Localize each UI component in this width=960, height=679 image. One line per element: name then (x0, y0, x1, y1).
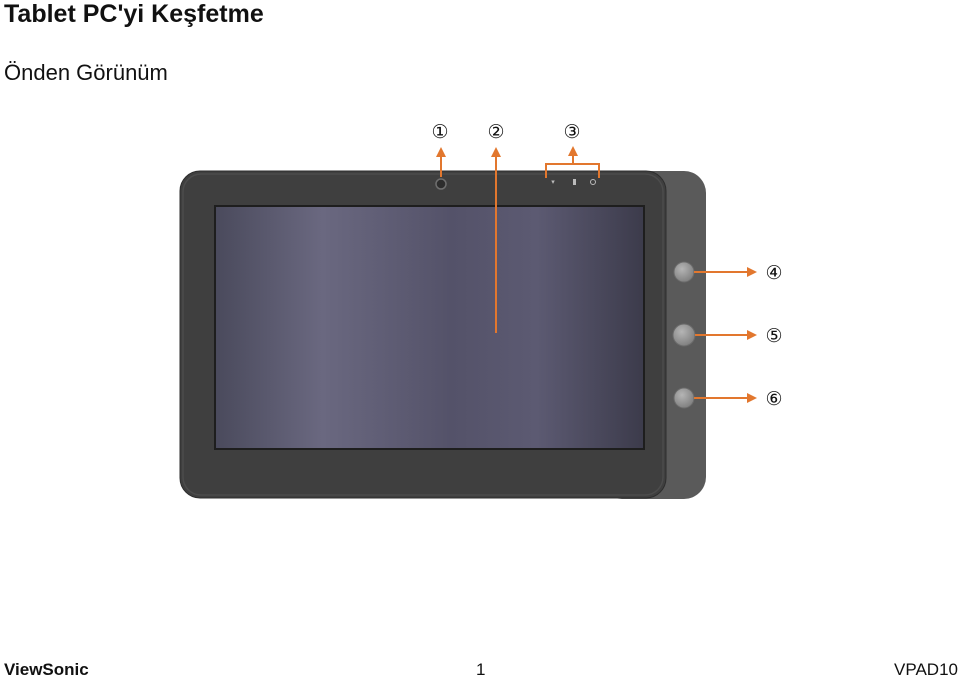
page-title: Tablet PC'yi Keşfetme (4, 0, 264, 28)
wifi-indicator-icon: ▾ (551, 178, 555, 186)
footer-brand: ViewSonic (4, 660, 89, 679)
power-indicator-icon (590, 179, 596, 185)
callout-1: ① (431, 121, 449, 143)
callout-2: ② (487, 121, 505, 143)
side-button-3 (673, 387, 695, 409)
footer-model: VPAD10 (894, 660, 958, 679)
callout-6: ⑥ (765, 388, 783, 410)
tablet-screen (214, 205, 645, 450)
side-button-2 (672, 323, 696, 347)
battery-indicator-icon (573, 179, 576, 185)
status-indicators: ▾ (551, 178, 596, 186)
callout-5: ⑤ (765, 325, 783, 347)
callout-4: ④ (765, 262, 783, 284)
footer-page-number: 1 (476, 660, 486, 679)
section-title: Önden Görünüm (4, 60, 168, 85)
front-camera-icon (435, 178, 447, 190)
callout-3: ③ (563, 121, 581, 143)
side-button-1 (673, 261, 695, 283)
